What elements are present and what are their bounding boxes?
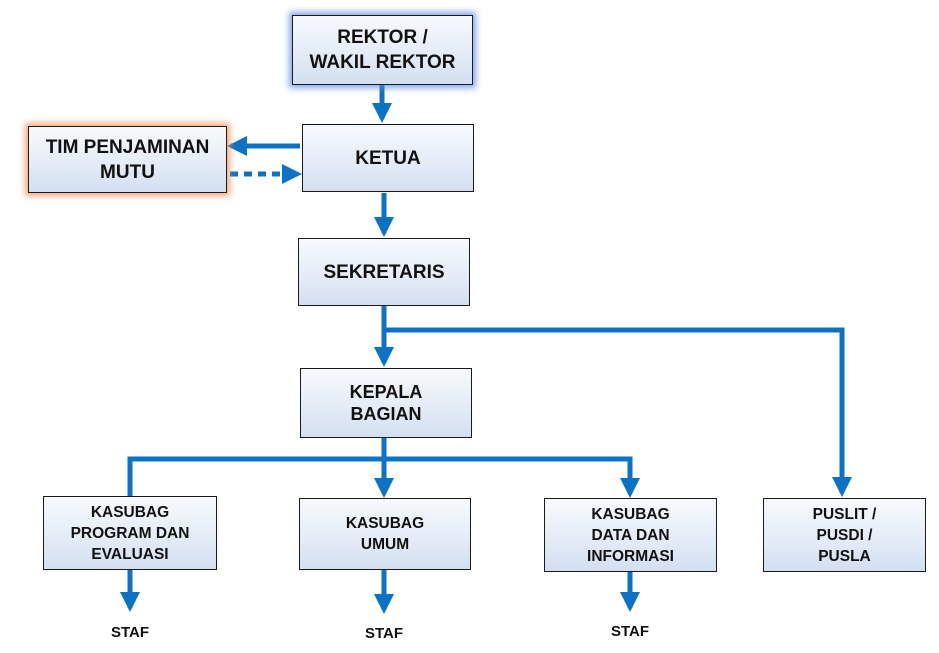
rektor-box: REKTOR / WAKIL REKTOR bbox=[292, 15, 473, 85]
line-kasubag-branch bbox=[127, 456, 640, 498]
staf-label-2: STAF bbox=[364, 625, 404, 642]
puslit-box: PUSLIT / PUSDI / PUSLA bbox=[763, 498, 926, 572]
staf-label-3: STAF bbox=[610, 623, 650, 640]
kasubag-data-box: KASUBAG DATA DAN INFORMASI bbox=[544, 498, 717, 572]
line-sekretaris-to-puslit bbox=[384, 327, 852, 497]
kepala-bagian-box: KEPALA BAGIAN bbox=[300, 368, 472, 438]
ketua-box: KETUA bbox=[302, 124, 474, 192]
tim-penjaminan-mutu-box: TIM PENJAMINAN MUTU bbox=[28, 126, 227, 193]
staf-label-1: STAF bbox=[110, 624, 150, 641]
sekretaris-box: SEKRETARIS bbox=[298, 238, 470, 306]
kasubag-program-box: KASUBAG PROGRAM DAN EVALUASI bbox=[43, 496, 217, 570]
kasubag-umum-box: KASUBAG UMUM bbox=[299, 498, 471, 570]
